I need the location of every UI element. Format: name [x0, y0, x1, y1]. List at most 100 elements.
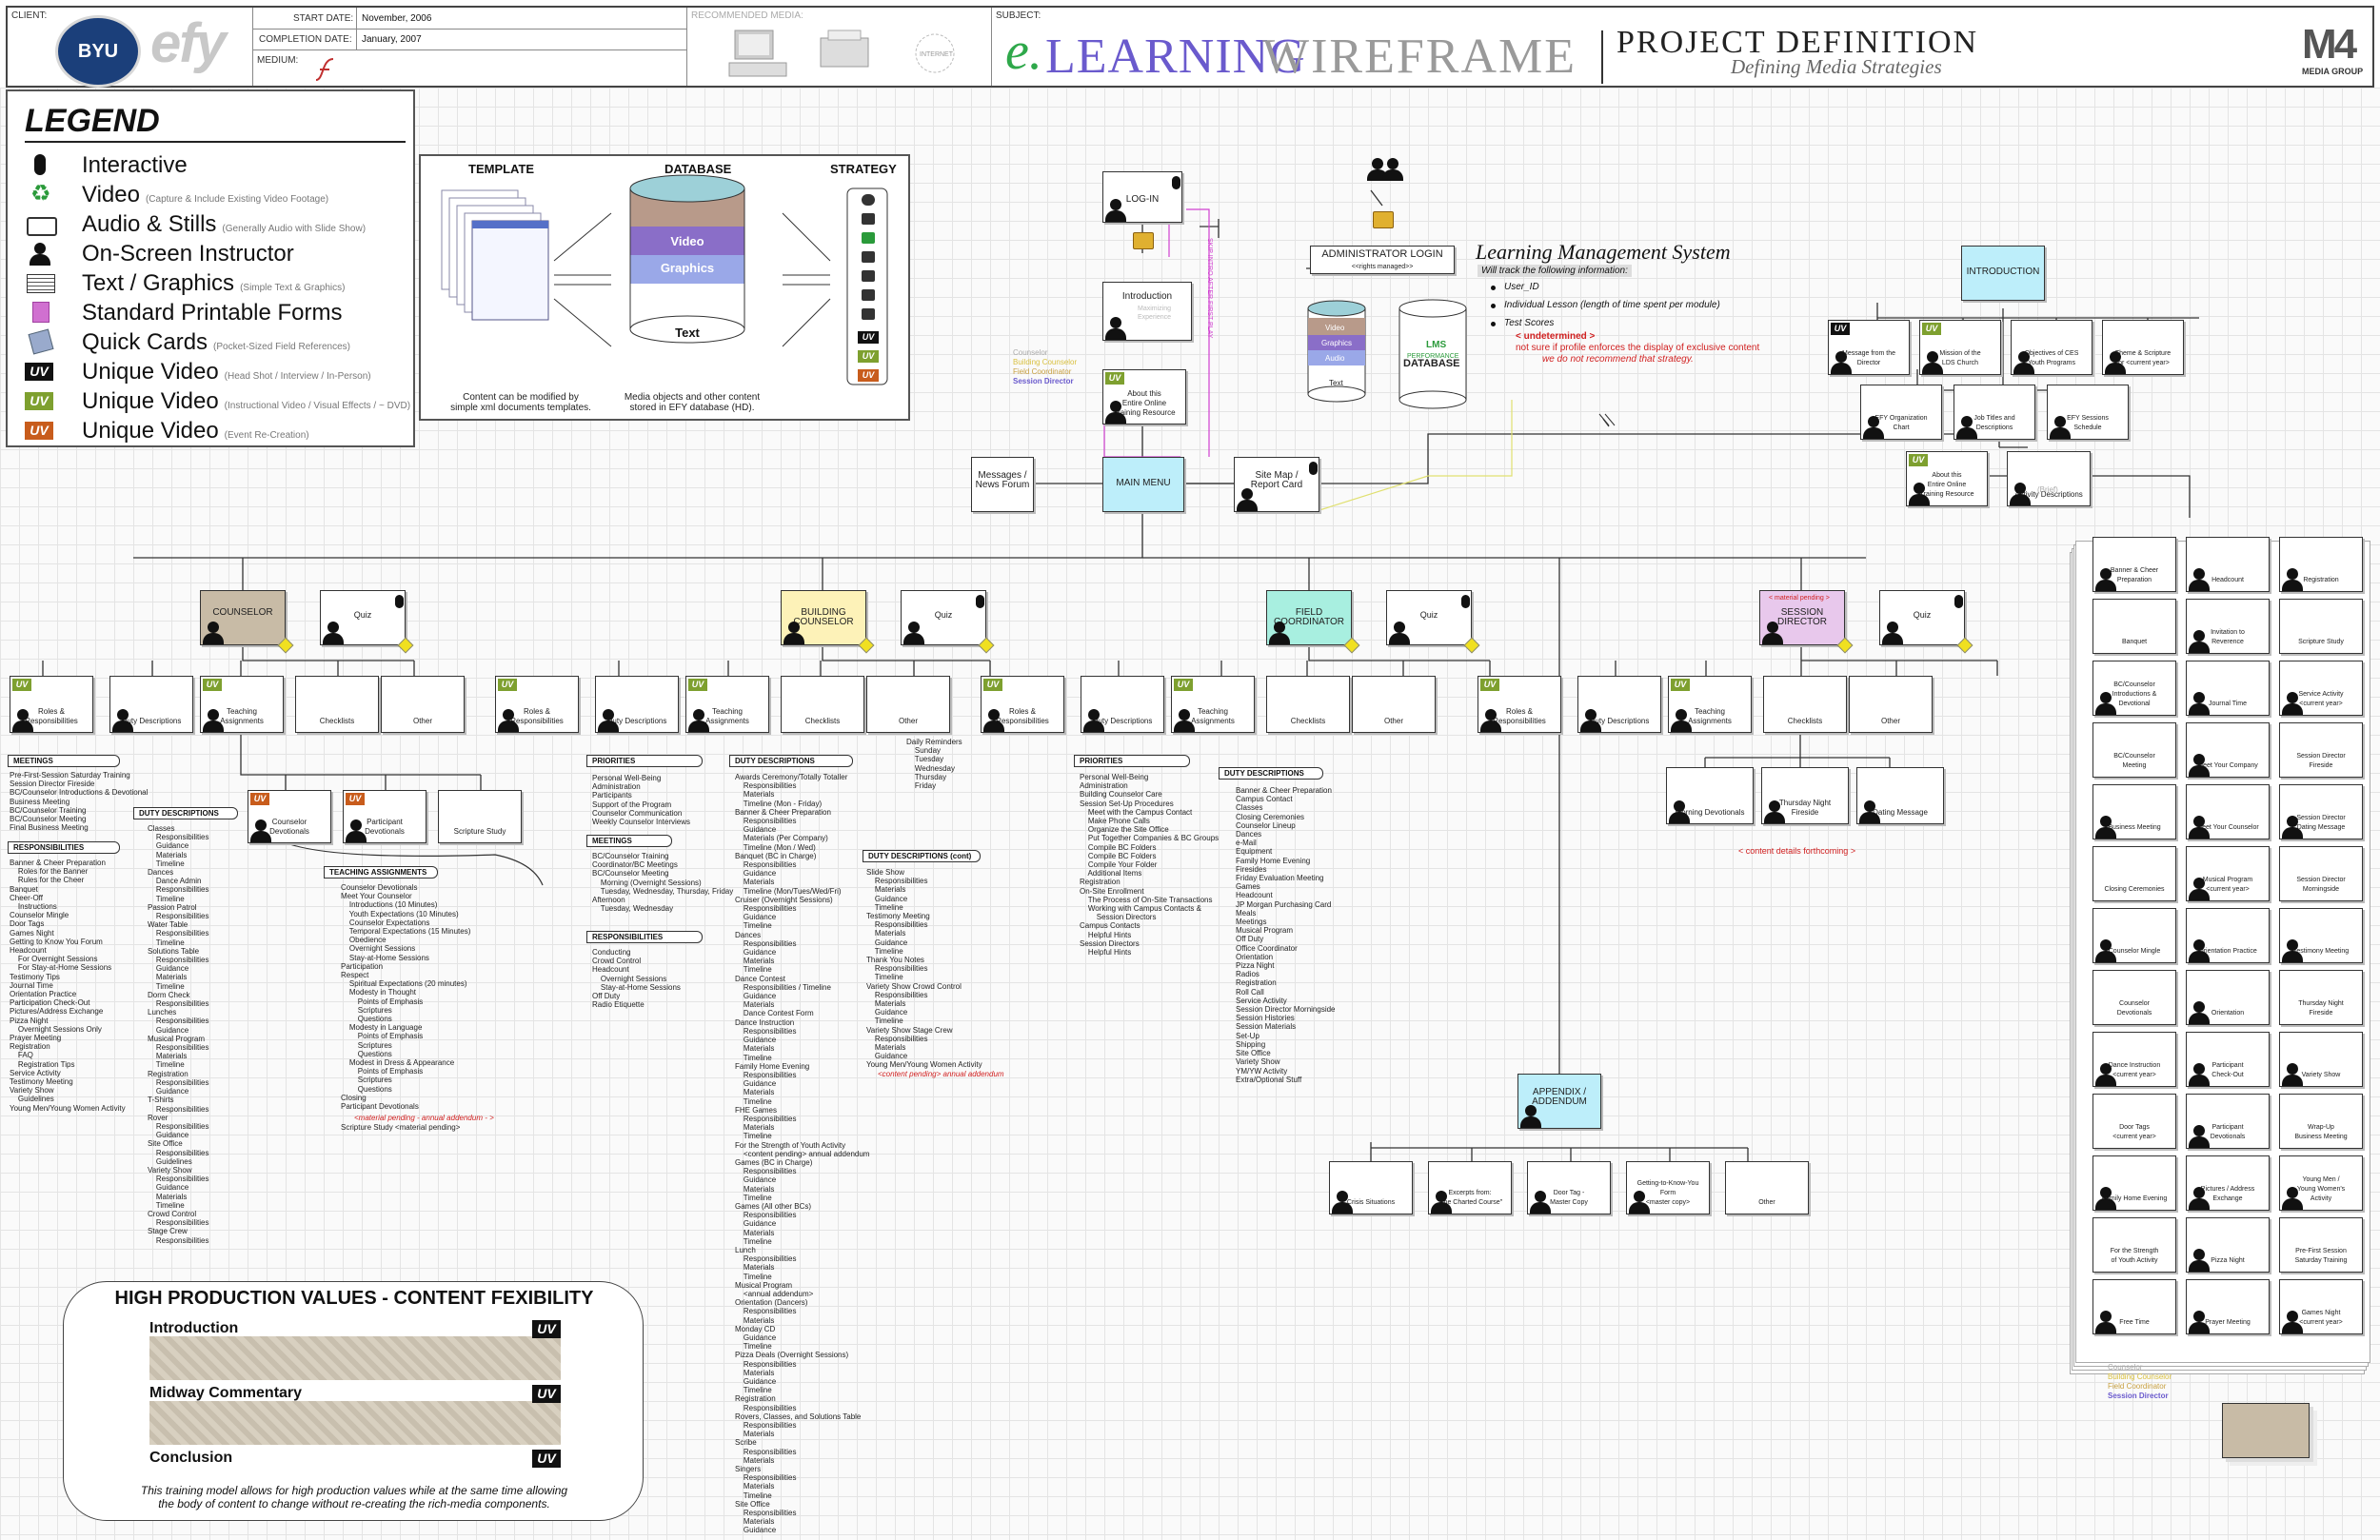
- session-sub-node[interactable]: Morning Devotionals: [1666, 767, 1754, 824]
- activity-card[interactable]: Door Tags <current year>: [2092, 1094, 2176, 1149]
- db-layer-graphics: Graphics: [660, 261, 715, 275]
- session-sub-node[interactable]: Thursday Night Fireside: [1761, 767, 1849, 824]
- activity-descriptions-node[interactable]: Activity Descriptions: [2007, 451, 2091, 506]
- activity-card[interactable]: Invitation to Reverence: [2186, 599, 2270, 654]
- appendix-child-node[interactable]: Excerpts from: "The Charted Course": [1428, 1161, 1512, 1214]
- sitemap-report-node[interactable]: Site Map / Report Card: [1234, 457, 1319, 512]
- intro-child-node[interactable]: EFY Organization Chart: [1860, 385, 1942, 440]
- activity-card[interactable]: Meet Your Counselor: [2186, 784, 2270, 839]
- admin-sublabel: <<rights managed>>: [1351, 264, 1414, 270]
- activity-card[interactable]: Pre-First Session Saturday Training: [2279, 1217, 2363, 1273]
- activity-card[interactable]: Counselor Devotionals: [2092, 970, 2176, 1025]
- session-sub-node[interactable]: Dating Message: [1856, 767, 1944, 824]
- counselor-node-quiz[interactable]: Quiz: [320, 590, 406, 645]
- activity-card[interactable]: Pictures / Address Exchange: [2186, 1155, 2270, 1211]
- activity-card[interactable]: Service Activity <current year>: [2279, 661, 2363, 716]
- main-menu-node[interactable]: MAIN MENU: [1102, 457, 1184, 512]
- role-child-node[interactable]: Checklists: [1763, 676, 1847, 733]
- activity-card[interactable]: Journal Time: [2186, 661, 2270, 716]
- activity-card[interactable]: Dance Instruction <current year>: [2092, 1032, 2176, 1087]
- administrator-login-node[interactable]: ADMINISTRATOR LOGIN<<rights managed>>: [1310, 246, 1455, 274]
- field-coordinator-node[interactable]: FIELD COORDINATOR: [1266, 590, 1352, 645]
- activity-card[interactable]: Musical Program <current year>: [2186, 846, 2270, 901]
- teaching-assignment-node[interactable]: Scripture Study: [438, 790, 522, 843]
- activity-card[interactable]: Games Night <current year>: [2279, 1279, 2363, 1334]
- activity-card[interactable]: Orientation Practice: [2186, 908, 2270, 963]
- activity-card[interactable]: BC/Counselor Introductions & Devotional: [2092, 661, 2176, 716]
- role-child-node[interactable]: Other: [866, 676, 950, 733]
- role-child-node[interactable]: Other: [1352, 676, 1436, 733]
- role-child-node[interactable]: Other: [381, 676, 465, 733]
- role-child-node[interactable]: Duty Descriptions: [109, 676, 193, 733]
- building-counselor-node-quiz[interactable]: Quiz: [901, 590, 986, 645]
- role-child-node[interactable]: Duty Descriptions: [1081, 676, 1164, 733]
- activity-card[interactable]: Wrap-Up Business Meeting: [2279, 1094, 2363, 1149]
- node-label: Other: [412, 717, 432, 725]
- activity-card[interactable]: Closing Ceremonies: [2092, 846, 2176, 901]
- about-resource-node[interactable]: About this Entire Online Training Resour…: [1102, 369, 1186, 424]
- activity-card[interactable]: For the Strength of Youth Activity: [2092, 1217, 2176, 1273]
- activity-card[interactable]: Headcount: [2186, 537, 2270, 592]
- intro-child-node[interactable]: EFY Sessions Schedule: [2047, 385, 2129, 440]
- activity-card[interactable]: Family Home Evening: [2092, 1155, 2176, 1211]
- intro-child-node[interactable]: Theme & Scripture for <current year>: [2102, 320, 2184, 375]
- role-child-node[interactable]: Checklists: [295, 676, 379, 733]
- messages-forum-node[interactable]: Messages / News Forum: [971, 457, 1034, 512]
- role-child-node[interactable]: Checklists: [1266, 676, 1350, 733]
- activity-card[interactable]: Orientation: [2186, 970, 2270, 1025]
- counselor-node[interactable]: COUNSELOR: [200, 590, 286, 645]
- activity-card[interactable]: Prayer Meeting: [2186, 1279, 2270, 1334]
- appendix-child-node[interactable]: Door Tag - Master Copy: [1527, 1161, 1611, 1214]
- intro-child-node[interactable]: Job Titles and Descriptions: [1954, 385, 2035, 440]
- session-director-node[interactable]: SESSION DIRECTOR: [1759, 590, 1845, 645]
- intro-child-node[interactable]: Objectives of CES Youth Programs: [2011, 320, 2092, 375]
- activity-card[interactable]: Meet Your Company: [2186, 722, 2270, 778]
- session-director-node-quiz[interactable]: Quiz: [1879, 590, 1965, 645]
- activity-card[interactable]: BC/Counselor Meeting: [2092, 722, 2176, 778]
- introduction-section-node[interactable]: INTRODUCTION: [1961, 246, 2045, 301]
- appendix-child-node[interactable]: Getting-to-Know-You Form <master copy>: [1626, 1161, 1710, 1214]
- about-resource-node-right[interactable]: About this Entire Online Training Resour…: [1906, 451, 1988, 506]
- role-child-node[interactable]: Checklists: [781, 676, 864, 733]
- activity-card[interactable]: Registration: [2279, 537, 2363, 592]
- activity-card[interactable]: Participant Devotionals: [2186, 1094, 2270, 1149]
- activity-card[interactable]: Testimony Meeting: [2279, 908, 2363, 963]
- appendix-node[interactable]: APPENDIX / ADDENDUM: [1517, 1074, 1601, 1129]
- activity-card[interactable]: Banner & Cheer Preparation: [2092, 537, 2176, 592]
- appendix-child-node[interactable]: Crisis Situations: [1329, 1161, 1413, 1214]
- field-coordinator-node-quiz[interactable]: Quiz: [1386, 590, 1472, 645]
- activity-card[interactable]: Session Director Morningside: [2279, 846, 2363, 901]
- activity-card[interactable]: Thursday Night Fireside: [2279, 970, 2363, 1025]
- lms-item-test-scores: Test Scores: [1504, 318, 1555, 328]
- activity-card[interactable]: Session Director Dating Message: [2279, 784, 2363, 839]
- activity-card[interactable]: Business Meeting: [2092, 784, 2176, 839]
- activity-card[interactable]: Counselor Mingle: [2092, 908, 2176, 963]
- activity-card[interactable]: Session Director Fireside: [2279, 722, 2363, 778]
- role-child-node[interactable]: Duty Descriptions: [1577, 676, 1661, 733]
- activity-card[interactable]: Scripture Study: [2279, 599, 2363, 654]
- login-node[interactable]: LOG-IN: [1102, 171, 1182, 223]
- role-child-node[interactable]: Other: [1849, 676, 1933, 733]
- activity-card[interactable]: Pizza Night: [2186, 1217, 2270, 1273]
- appendix-child-node[interactable]: Other: [1725, 1161, 1809, 1214]
- role-child-node[interactable]: Duty Descriptions: [595, 676, 679, 733]
- activity-card[interactable]: Young Men / Young Women's Activity: [2279, 1155, 2363, 1211]
- activity-card[interactable]: Free Time: [2092, 1279, 2176, 1334]
- building-counselor-node[interactable]: BUILDING COUNSELOR: [781, 590, 866, 645]
- activity-card[interactable]: Banquet: [2092, 599, 2176, 654]
- activity-card[interactable]: Participant Check-Out: [2186, 1032, 2270, 1087]
- activity-card[interactable]: Variety Show: [2279, 1032, 2363, 1087]
- introduction-node[interactable]: Introduction: [1102, 282, 1192, 341]
